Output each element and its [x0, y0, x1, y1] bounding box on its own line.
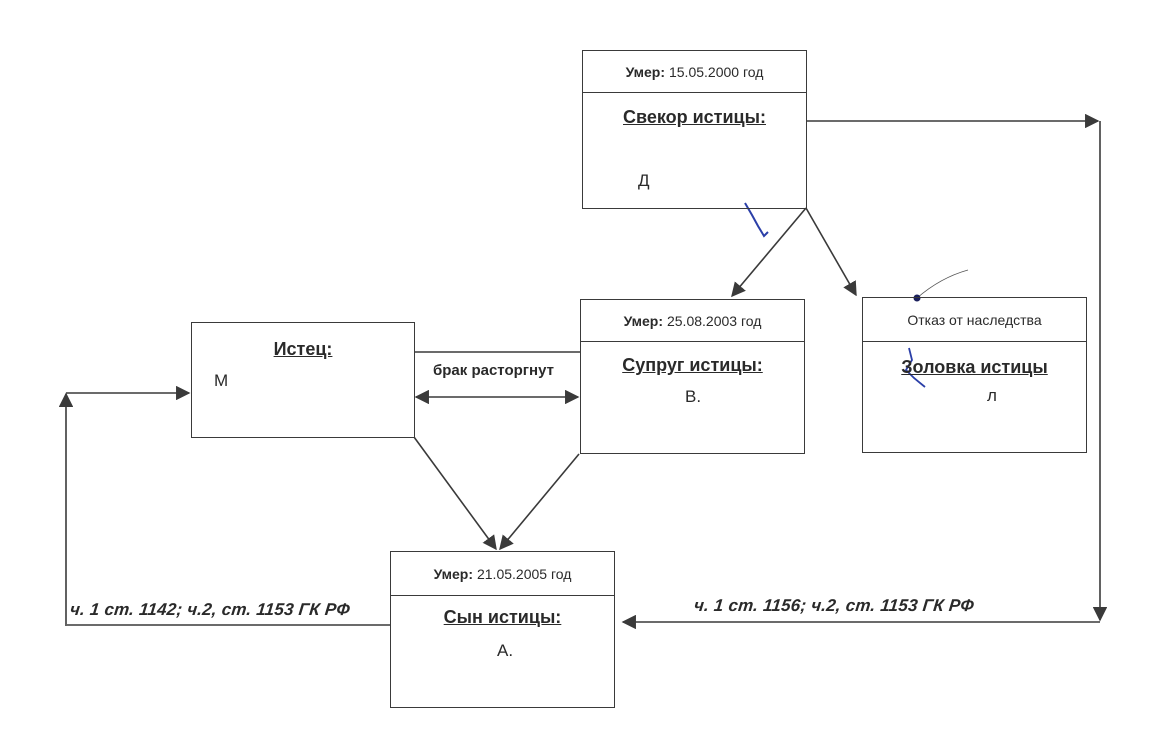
renunciation-label: Отказ от наследства — [907, 311, 1042, 328]
node-sister-in-law: Отказ от наследства Золовка истицы л — [862, 297, 1087, 453]
law-reference-left: ч. 1 ст. 1142; ч.2, ст. 1153 ГК РФ — [69, 600, 351, 619]
law-reference-right: ч. 1 ст. 1156; ч.2, ст. 1153 ГК РФ — [693, 596, 975, 615]
edge-husband-son — [499, 453, 580, 551]
node-son: Умер: 21.05.2005 год Сын истицы: А. — [390, 551, 615, 708]
pen-dot — [913, 294, 921, 302]
node-person: В. — [685, 387, 702, 406]
node-header: Умер: 15.05.2000 год — [583, 51, 806, 93]
node-header: Умер: 25.08.2003 год — [581, 300, 804, 342]
node-title: Супруг истицы: — [622, 355, 763, 375]
death-date: 25.08.2003 год — [666, 312, 762, 329]
node-title: Свекор истицы: — [623, 107, 766, 127]
node-person: М — [214, 371, 229, 390]
node-title: Сын истицы: — [443, 607, 562, 627]
edge-fatherinlaw-sisterinlaw — [805, 207, 857, 297]
edge-plaintiff-son — [413, 436, 497, 551]
pen-mark-3 — [904, 347, 926, 388]
node-title: Золовка истицы — [901, 357, 1048, 377]
death-label: Умер: — [433, 565, 473, 582]
node-person: л — [987, 386, 997, 405]
node-header: Отказ от наследства — [863, 298, 1086, 342]
edge-fatherinlaw-husband — [731, 207, 807, 298]
death-label: Умер: — [625, 63, 665, 80]
node-father-in-law: Умер: 15.05.2000 год Свекор истицы: Д — [582, 50, 807, 209]
node-person: Д — [638, 171, 650, 190]
death-label: Умер: — [623, 312, 663, 329]
node-plaintiff: Истец: М — [191, 322, 415, 438]
divorce-label: брак расторгнут — [433, 362, 554, 379]
node-husband: Умер: 25.08.2003 год Супруг истицы: В. — [580, 299, 805, 454]
node-header: Умер: 21.05.2005 год — [391, 552, 614, 596]
death-date: 21.05.2005 год — [476, 565, 572, 582]
node-person: А. — [497, 641, 514, 660]
death-date: 15.05.2000 год — [668, 63, 764, 80]
node-title: Истец: — [273, 339, 333, 359]
pen-mark-2 — [916, 269, 969, 299]
pen-mark-1 — [744, 202, 769, 238]
